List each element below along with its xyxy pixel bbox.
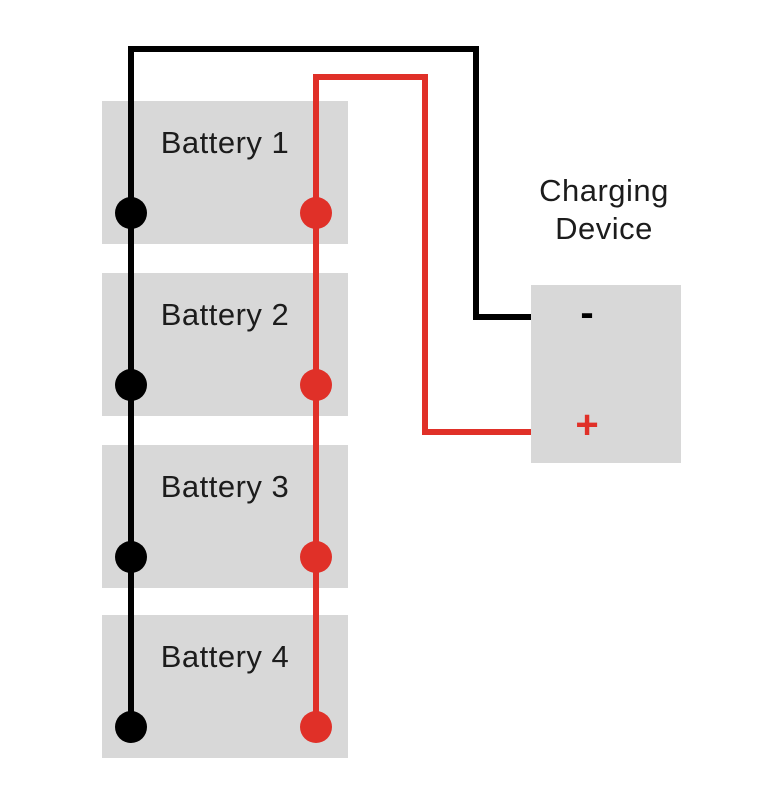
battery-1-terminals [102,101,348,244]
charger-title-line1: Charging [539,173,669,208]
battery-4-label: Battery 4 [160,639,290,674]
charger-positive-terminal-label: + [575,403,599,447]
negative-wire-top-run [128,46,479,52]
battery-3-label: Battery 3 [160,469,290,504]
battery-4-positive-terminal-dot [300,711,332,743]
positive-wire-top-run [313,74,428,80]
battery-1-label: Battery 1 [160,125,290,160]
battery-1-negative-terminal-dot [115,197,147,229]
positive-wire-drop [422,74,428,435]
charger-title-line2: Device [555,211,653,246]
battery-3-negative-terminal-dot [115,541,147,573]
negative-wire-to-charger [473,314,533,320]
charger-title: Charging Device [504,172,704,248]
battery-2-terminals [102,273,348,416]
battery-4-negative-terminal-dot [115,711,147,743]
battery-3-positive-terminal-dot [300,541,332,573]
battery-3-terminals [102,445,348,588]
battery-2-positive-terminal-dot [300,369,332,401]
positive-wire-to-charger [422,429,533,435]
positive-bus-wire [313,74,319,729]
battery-1-positive-terminal-dot [300,197,332,229]
charger-box: - + [531,285,681,463]
charger-negative-terminal-label: - [580,291,594,335]
battery-4-terminals [102,615,348,758]
battery-2-label: Battery 2 [160,297,290,332]
battery-2-negative-terminal-dot [115,369,147,401]
negative-wire-drop [473,46,479,320]
